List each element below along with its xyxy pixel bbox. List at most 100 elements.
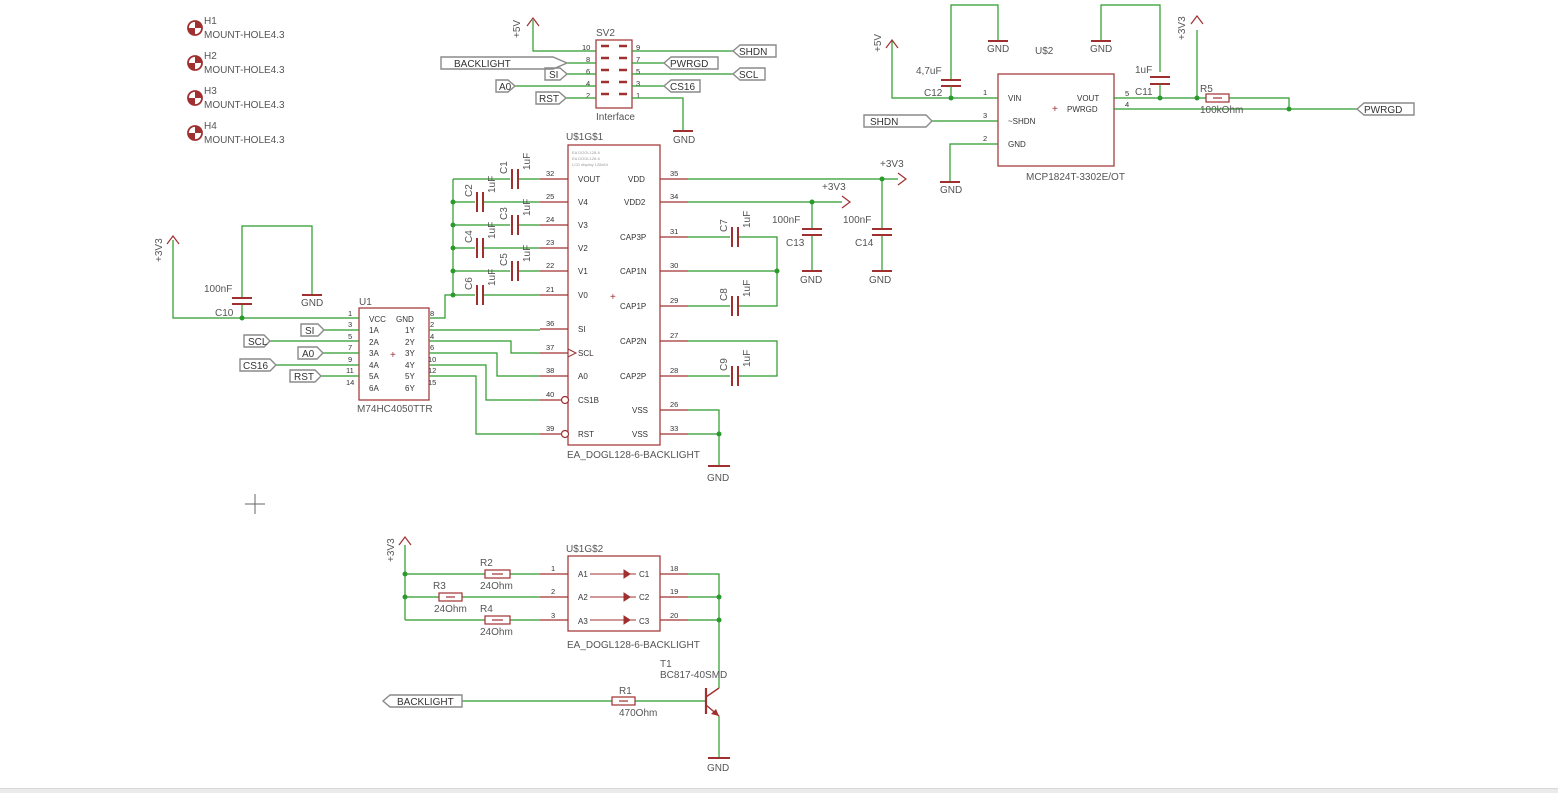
net-label-a0-sv2[interactable]: A0 — [495, 79, 517, 93]
svg-text:C2: C2 — [464, 184, 475, 197]
capacitor-c3[interactable]: C3 1uF — [499, 199, 533, 235]
c12-name: C12 — [924, 88, 943, 99]
display-g2[interactable]: U$1G$2 EA_DOGL128-6-BACKLIGHT A1 A2 A3 C… — [551, 544, 700, 651]
mount-hole-h4[interactable]: H4 MOUNT-HOLE4.3 — [187, 121, 285, 146]
svg-text:C4: C4 — [464, 230, 475, 243]
capacitor-c2[interactable]: C2 1uF — [464, 176, 498, 212]
svg-text:V1: V1 — [578, 267, 588, 276]
u2-5v-text: +5V — [873, 34, 884, 52]
h1-name: H1 — [204, 16, 217, 27]
net-label-pwrgd-sv2[interactable]: PWRGD — [662, 56, 719, 70]
resistor-r1[interactable]: R1 470Ohm — [611, 686, 657, 719]
capacitor-c11[interactable]: 1uF C11 — [1135, 65, 1170, 98]
svg-text:3A: 3A — [369, 349, 379, 358]
display-g1[interactable]: U$1G$1 EA_DOGL128-6-BACKLIGHT EA DOGL128… — [546, 132, 700, 461]
svg-text:+: + — [1052, 104, 1058, 115]
net-label-rst-sv2[interactable]: RST — [535, 91, 568, 105]
svg-text:+3V3: +3V3 — [822, 182, 846, 193]
capacitor-c5[interactable]: C5 1uF — [499, 245, 533, 281]
svg-text:2A: 2A — [369, 338, 379, 347]
svg-text:24Ohm: 24Ohm — [434, 604, 467, 615]
u2-regulator[interactable]: U$2 MCP1824T-3302E/OT VIN ~SHDN GND VOUT… — [983, 46, 1129, 183]
sv2-pin-1: 1 — [636, 91, 640, 100]
capacitor-c10[interactable]: 100nF C10 — [204, 284, 252, 319]
svg-text:2: 2 — [551, 587, 555, 596]
capacitor-c13[interactable]: 100nF C13 — [772, 215, 822, 249]
svg-text:21: 21 — [546, 285, 554, 294]
resistor-r3[interactable]: R3 24Ohm — [433, 581, 467, 615]
capacitor-c8[interactable]: C8 1uF — [719, 280, 753, 316]
svg-text:C8: C8 — [719, 288, 730, 301]
u2-pin-2-num: 2 — [983, 134, 987, 143]
net-label-shdn-sv2[interactable]: SHDN — [731, 44, 777, 58]
svg-text:CAP1N: CAP1N — [620, 267, 647, 276]
capacitor-c4[interactable]: C4 1uF — [464, 222, 498, 258]
svg-text:100nF: 100nF — [772, 215, 800, 226]
svg-text:24Ohm: 24Ohm — [480, 627, 513, 638]
svg-text:C3: C3 — [499, 207, 510, 220]
crosshair-cursor-icon — [245, 494, 265, 514]
net-label-pwrgd-u2[interactable]: PWRGD — [1355, 102, 1415, 116]
svg-text:5: 5 — [348, 332, 352, 341]
sv2-pwrgd-text: PWRGD — [670, 59, 708, 70]
net-label-shdn-u2[interactable]: SHDN — [863, 114, 933, 128]
svg-text:31: 31 — [670, 227, 678, 236]
net-label-cs16-u1[interactable]: CS16 — [239, 358, 277, 372]
net-label-scl-u1[interactable]: SCL — [243, 334, 271, 348]
svg-text:36: 36 — [546, 319, 554, 328]
g1-value: EA_DOGL128-6-BACKLIGHT — [567, 450, 700, 461]
svg-text:37: 37 — [546, 343, 554, 352]
sv2-scl-text: SCL — [739, 70, 759, 81]
svg-text:RST: RST — [578, 430, 594, 439]
mount-hole-h1[interactable]: H1 MOUNT-HOLE4.3 — [187, 16, 285, 41]
svg-text:9: 9 — [348, 355, 352, 364]
sv2-connector[interactable]: SV2 Interface 10 9 8 7 6 5 4 3 2 1 — [582, 28, 640, 123]
net-label-si-u1[interactable]: SI — [300, 323, 325, 337]
svg-text:1uF: 1uF — [487, 222, 498, 239]
u2-value: MCP1824T-3302E/OT — [1026, 172, 1125, 183]
capacitor-c7[interactable]: C7 1uF — [719, 211, 753, 247]
sv2-cs16-text: CS16 — [670, 82, 695, 93]
svg-text:100nF: 100nF — [204, 284, 232, 295]
transistor-t1[interactable]: T1 BC817-40SMD — [660, 659, 727, 717]
g1-3v3-supply-a: +3V3 — [880, 159, 907, 186]
capacitor-c9[interactable]: C9 1uF — [719, 350, 753, 386]
svg-text:1A: 1A — [369, 326, 379, 335]
svg-text:C3: C3 — [639, 617, 650, 626]
sv2-rst-text: RST — [539, 94, 559, 105]
u2-pin-3-num: 3 — [983, 111, 987, 120]
net-label-backlight-t1[interactable]: BACKLIGHT — [381, 694, 463, 708]
svg-text:1: 1 — [551, 564, 555, 573]
svg-text:EA DOGL128-6: EA DOGL128-6 — [572, 156, 601, 161]
svg-text:BC817-40SMD: BC817-40SMD — [660, 670, 727, 681]
resistor-r5[interactable]: R5 100kOhm — [1200, 84, 1243, 116]
u2-5v-supply: +5V — [873, 34, 899, 52]
svg-text:1uF: 1uF — [522, 199, 533, 216]
capacitor-c6[interactable]: C6 1uF — [464, 269, 498, 305]
net-label-backlight-sv2[interactable]: BACKLIGHT — [440, 56, 569, 70]
net-label-cs16-sv2[interactable]: CS16 — [662, 79, 701, 93]
net-label-rst-u1[interactable]: RST — [289, 369, 322, 383]
net-label-scl-sv2[interactable]: SCL — [731, 67, 766, 81]
capacitor-c14[interactable]: 100nF C14 — [843, 215, 892, 249]
resistor-r4[interactable]: R4 24Ohm — [480, 604, 513, 638]
mount-hole-h2[interactable]: H2 MOUNT-HOLE4.3 — [187, 51, 285, 76]
svg-text:6A: 6A — [369, 384, 379, 393]
net-label-si-sv2[interactable]: SI — [544, 67, 569, 81]
resistor-r2[interactable]: R2 24Ohm — [480, 558, 513, 592]
sv2-pin-8: 8 — [586, 55, 590, 64]
svg-text:4A: 4A — [369, 361, 379, 370]
net-label-a0-u1[interactable]: A0 — [297, 346, 324, 360]
svg-text:1uF: 1uF — [742, 280, 753, 297]
sv2-gnd-text: GND — [673, 135, 695, 146]
u1-buffer[interactable]: U1 M74HC4050TTR + VCC 1A 2A 3A 4A 5A 6A … — [346, 297, 436, 415]
capacitor-c1[interactable]: C1 1uF — [499, 153, 533, 189]
svg-text:BACKLIGHT: BACKLIGHT — [397, 697, 454, 708]
svg-text:SCL: SCL — [578, 349, 594, 358]
capacitor-c12[interactable]: 4,7uF C12 — [916, 66, 961, 99]
svg-text:2Y: 2Y — [405, 338, 415, 347]
mount-hole-h3[interactable]: H3 MOUNT-HOLE4.3 — [187, 86, 285, 111]
u2-pin-1-num: 1 — [983, 88, 987, 97]
u2-pin-5-num: 5 — [1125, 89, 1129, 98]
